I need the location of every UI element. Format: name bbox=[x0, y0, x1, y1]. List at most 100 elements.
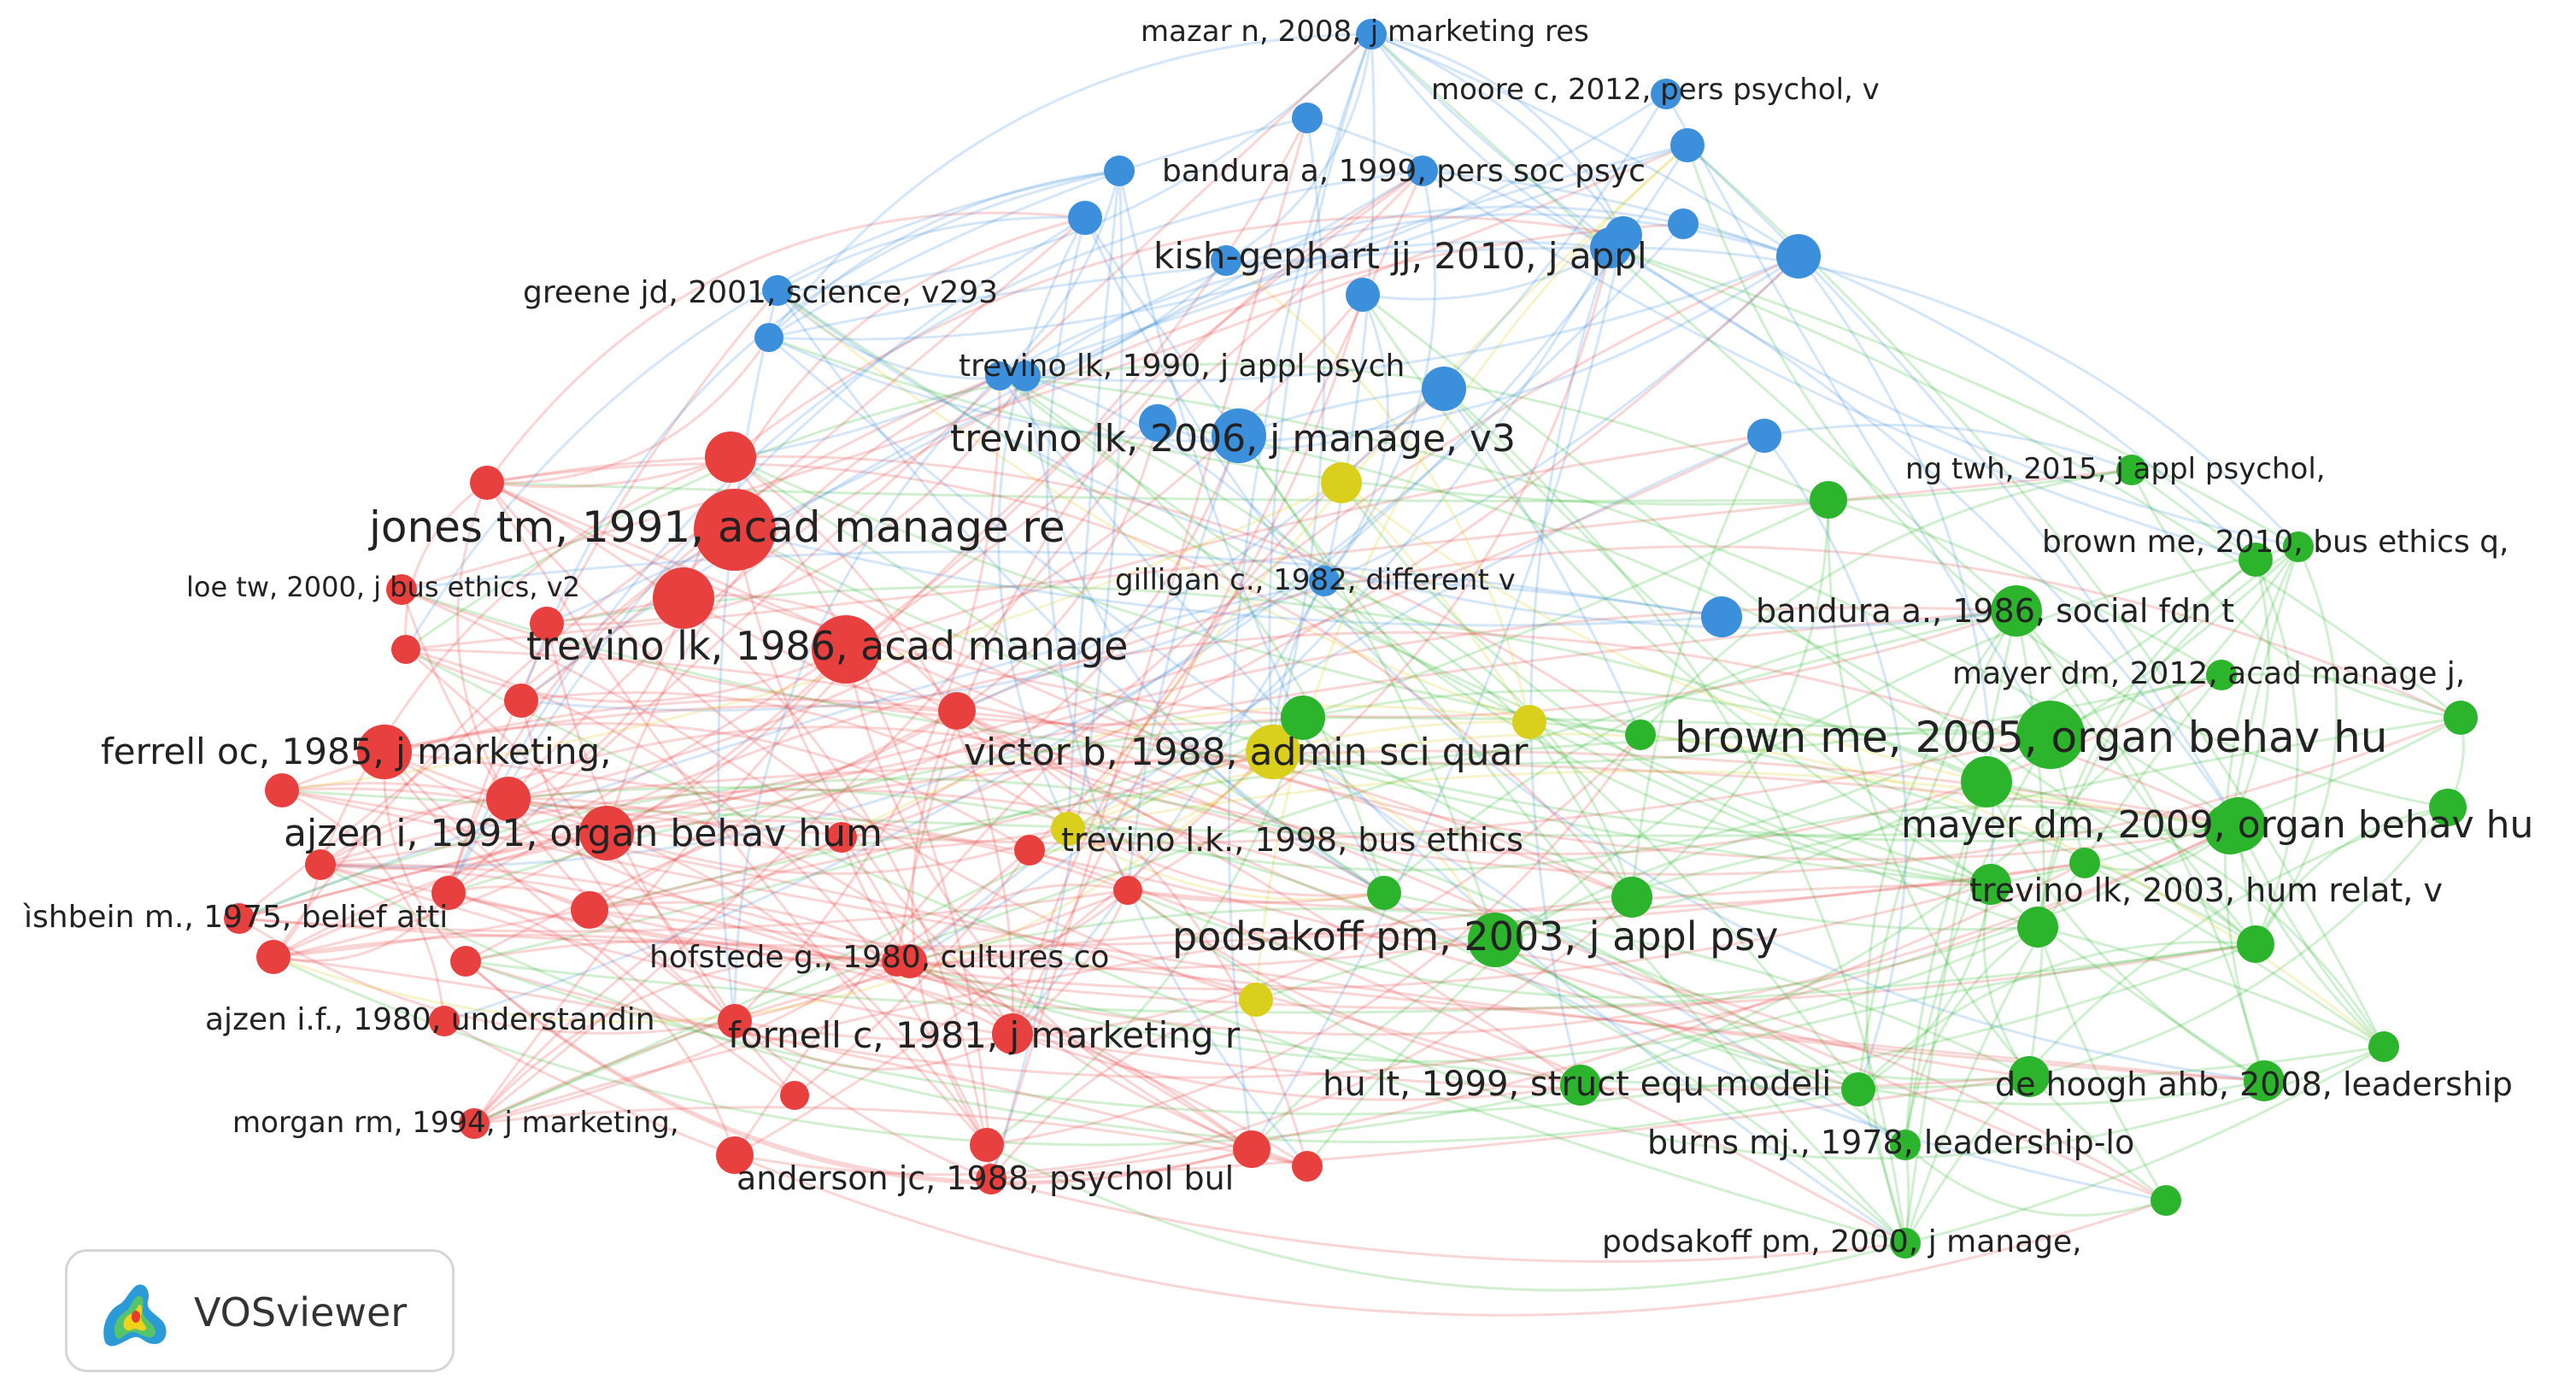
node-unlabeled[interactable] bbox=[2017, 907, 2058, 948]
node-ajzen1991[interactable] bbox=[579, 806, 634, 860]
node-bandura1999[interactable] bbox=[1407, 156, 1438, 186]
node-unlabeled[interactable] bbox=[571, 891, 608, 929]
node-unlabeled[interactable] bbox=[1292, 1151, 1323, 1182]
node-podsakoff2003[interactable] bbox=[1468, 913, 1523, 967]
node-moore[interactable] bbox=[1651, 79, 1681, 109]
node-unlabeled[interactable] bbox=[1512, 705, 1546, 739]
node-mazar[interactable] bbox=[1356, 19, 1387, 50]
node-unlabeled[interactable] bbox=[780, 1081, 809, 1110]
node-fishbein[interactable] bbox=[224, 903, 255, 934]
node-dehoogh[interactable] bbox=[2244, 1060, 2285, 1101]
node-unlabeled[interactable] bbox=[1281, 696, 1325, 740]
node-trevino2003[interactable] bbox=[1970, 864, 2011, 905]
node-unlabeled[interactable] bbox=[2151, 1185, 2181, 1216]
node-anderson[interactable] bbox=[976, 1164, 1006, 1194]
node-brown2010[interactable] bbox=[2283, 531, 2314, 562]
node-unlabeled[interactable] bbox=[504, 684, 538, 718]
node-unlabeled[interactable] bbox=[265, 773, 299, 807]
node-ngtwh[interactable] bbox=[2116, 455, 2147, 485]
node-trevino2006[interactable] bbox=[1212, 408, 1266, 463]
network-edge bbox=[1630, 435, 1766, 898]
network-edge bbox=[1529, 247, 1612, 1086]
node-unlabeled[interactable] bbox=[1668, 208, 1699, 239]
node-unlabeled[interactable] bbox=[1367, 876, 1401, 910]
node-unlabeled[interactable] bbox=[985, 361, 1014, 390]
node-unlabeled[interactable] bbox=[486, 777, 531, 821]
node-unlabeled[interactable] bbox=[470, 466, 504, 500]
node-unlabeled[interactable] bbox=[653, 567, 714, 629]
node-unlabeled[interactable] bbox=[1670, 128, 1705, 162]
network-edge bbox=[794, 849, 1031, 1097]
network-edge bbox=[1011, 580, 1326, 1035]
network-edge bbox=[1827, 499, 2167, 1202]
node-unlabeled[interactable] bbox=[826, 822, 857, 853]
node-unlabeled[interactable] bbox=[305, 849, 336, 880]
node-unlabeled[interactable] bbox=[1611, 877, 1652, 918]
node-gilligan[interactable] bbox=[1309, 566, 1340, 596]
node-brown2005[interactable] bbox=[2016, 701, 2085, 769]
node-victor[interactable] bbox=[1246, 725, 1300, 779]
node-unlabeled[interactable] bbox=[1747, 419, 1781, 453]
node-unlabeled[interactable] bbox=[1625, 719, 1656, 750]
node-label-ajzen1991: ajzen i, 1991, organ behav hum bbox=[284, 812, 883, 855]
node-unlabeled[interactable] bbox=[1776, 234, 1821, 279]
node-unlabeled[interactable] bbox=[893, 944, 927, 978]
node-mayer2012[interactable] bbox=[2206, 660, 2237, 690]
node-unlabeled[interactable] bbox=[1605, 216, 1642, 254]
node-fornell[interactable] bbox=[992, 1013, 1033, 1054]
node-unlabeled[interactable] bbox=[2204, 803, 2256, 854]
node-unlabeled[interactable] bbox=[1113, 876, 1142, 905]
node-unlabeled[interactable] bbox=[718, 1004, 752, 1038]
node-unlabeled[interactable] bbox=[2069, 848, 2100, 878]
node-unlabeled[interactable] bbox=[2368, 1031, 2399, 1062]
node-unlabeled[interactable] bbox=[1239, 983, 1273, 1017]
node-unlabeled[interactable] bbox=[1014, 835, 1045, 866]
node-unlabeled[interactable] bbox=[754, 323, 783, 352]
node-unlabeled[interactable] bbox=[1211, 245, 1241, 276]
node-unlabeled[interactable] bbox=[2429, 789, 2467, 826]
node-trevino1986[interactable] bbox=[812, 615, 880, 684]
node-morgan[interactable] bbox=[459, 1108, 490, 1139]
node-unlabeled[interactable] bbox=[938, 692, 976, 730]
network-edge bbox=[768, 92, 1667, 341]
node-greene[interactable] bbox=[762, 275, 793, 306]
node-ferrell[interactable] bbox=[357, 725, 412, 779]
node-unlabeled[interactable] bbox=[2009, 1056, 2050, 1097]
node-label-hofstede: hofstede g., 1980, cultures co bbox=[649, 940, 1109, 975]
node-unlabeled[interactable] bbox=[530, 607, 564, 641]
node-unlabeled[interactable] bbox=[1961, 756, 2012, 807]
node-unlabeled[interactable] bbox=[2239, 543, 2273, 577]
node-unlabeled[interactable] bbox=[1991, 585, 2042, 637]
node-unlabeled[interactable] bbox=[1051, 812, 1085, 846]
node-unlabeled[interactable] bbox=[1292, 103, 1323, 133]
node-unlabeled[interactable] bbox=[2237, 925, 2274, 963]
node-ajzen1980[interactable] bbox=[429, 1006, 460, 1036]
node-unlabeled[interactable] bbox=[1810, 481, 1847, 519]
node-unlabeled[interactable] bbox=[1068, 201, 1102, 235]
node-unlabeled[interactable] bbox=[970, 1128, 1004, 1162]
node-unlabeled[interactable] bbox=[1321, 462, 1362, 503]
node-unlabeled[interactable] bbox=[1422, 367, 1466, 411]
node-unlabeled[interactable] bbox=[450, 946, 481, 977]
node-burns[interactable] bbox=[1890, 1130, 1921, 1160]
node-unlabeled[interactable] bbox=[1104, 156, 1135, 186]
node-unlabeled[interactable] bbox=[716, 1136, 754, 1174]
node-unlabeled[interactable] bbox=[1841, 1072, 1875, 1106]
node-unlabeled[interactable] bbox=[705, 431, 756, 483]
node-unlabeled[interactable] bbox=[431, 876, 466, 910]
node-unlabeled[interactable] bbox=[391, 635, 420, 664]
node-trevino1990[interactable] bbox=[1010, 361, 1041, 391]
node-label-morgan: morgan rm, 1994, j marketing, bbox=[232, 1106, 679, 1140]
network-edge bbox=[1383, 891, 1859, 1091]
node-loe[interactable] bbox=[386, 574, 417, 605]
node-unlabeled[interactable] bbox=[256, 940, 290, 974]
node-unlabeled[interactable] bbox=[1139, 404, 1177, 442]
node-unlabeled[interactable] bbox=[2444, 701, 2478, 735]
node-unlabeled[interactable] bbox=[1233, 1130, 1270, 1168]
node-jones[interactable] bbox=[694, 489, 776, 571]
node-bandura1986[interactable] bbox=[1701, 596, 1742, 637]
node-podsakoff2000[interactable] bbox=[1890, 1228, 1921, 1259]
node-unlabeled[interactable] bbox=[1346, 278, 1380, 312]
node-hult[interactable] bbox=[1560, 1065, 1601, 1106]
network-edge bbox=[448, 716, 1304, 895]
